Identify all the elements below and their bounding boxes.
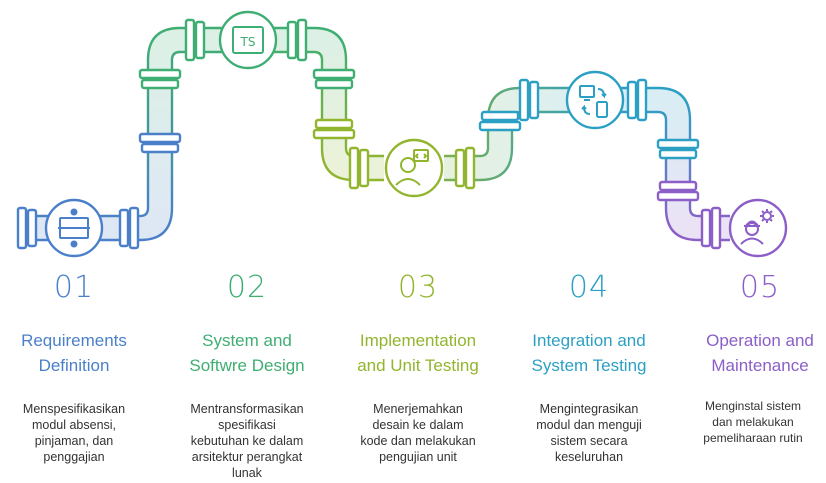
stage-description-01: Menspesifikasikan modul absensi, pinjama… <box>22 402 126 464</box>
stage-description-05: Menginstal sistem dan melakukan pemeliha… <box>703 399 803 445</box>
hub-05 <box>728 198 788 258</box>
pipe-segment-1 <box>22 28 226 240</box>
stage-title-05: Operation and Maintenance <box>706 331 814 375</box>
stage-title-02: System and Softwre Design <box>189 331 305 375</box>
stage-number-05: 05 <box>739 270 781 305</box>
hub-01 <box>44 198 104 258</box>
device-sync-icon <box>579 85 608 118</box>
stage-number-02: 02 <box>226 270 268 305</box>
stage-number-03: 03 <box>397 270 439 305</box>
stage-description-04: Mengintegrasikan modul dan menguji siste… <box>536 402 642 464</box>
stage-title-03: Implementation and Unit Testing <box>357 331 479 375</box>
stage-description-03: Menerjemahkan desain ke dalam kode dan m… <box>360 402 476 464</box>
engineer-gear-icon <box>740 209 774 245</box>
stage-title-04: Integration and System Testing <box>531 331 647 375</box>
pipeline-diagram: TS <box>16 10 788 258</box>
pipe-segment-4 <box>620 88 730 240</box>
ts-label: TS <box>240 35 256 49</box>
divide-icon <box>58 208 90 248</box>
hub-04 <box>565 70 625 130</box>
developer-icon <box>395 149 429 186</box>
stage-number-01: 01 <box>53 270 95 305</box>
stage-number-04: 04 <box>568 270 610 305</box>
pipe-segment-2 <box>270 28 384 180</box>
hub-03 <box>384 138 444 198</box>
stage-description-02: Mentransformasikan spesifikasi kebutuhan… <box>190 402 304 480</box>
stage-title-01: Requirements Definition <box>21 331 127 375</box>
hub-02: TS <box>218 10 278 70</box>
typescript-icon: TS <box>232 26 264 54</box>
pipe-segment-3 <box>444 88 570 180</box>
